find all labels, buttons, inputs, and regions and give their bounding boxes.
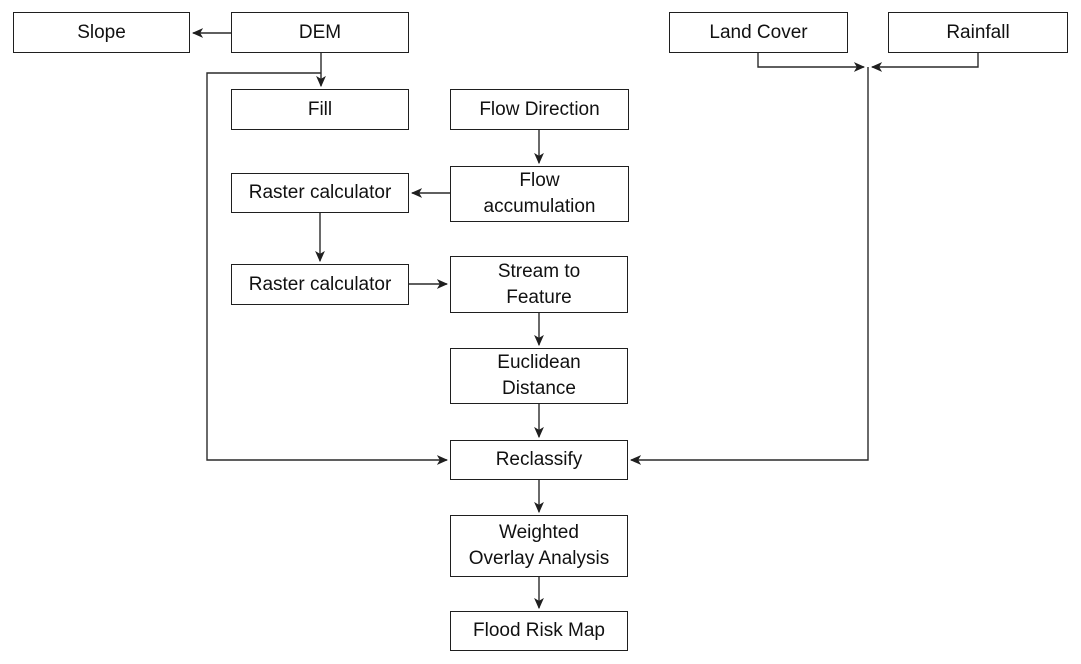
node-flow-accumulation: Flow accumulation — [450, 166, 629, 222]
node-raster-calculator-1-label: Raster calculator — [248, 182, 392, 203]
node-dem: DEM — [231, 12, 409, 53]
edge-landcover-junction — [757, 53, 866, 72]
node-weighted-overlay-analysis-label: Weighted Overlay Analysis — [468, 522, 610, 569]
node-reclassify: Reclassify — [450, 440, 628, 480]
node-reclassify-label: Reclassify — [495, 449, 583, 470]
node-flow-direction: Flow Direction — [450, 89, 629, 130]
node-euclidean-distance: Euclidean Distance — [450, 348, 628, 404]
node-fill: Fill — [231, 89, 409, 130]
node-stream-to-feature-label: Stream to Feature — [497, 260, 581, 308]
node-land-cover: Land Cover — [669, 12, 848, 53]
node-dem-label: DEM — [298, 21, 342, 43]
node-land-cover-label: Land Cover — [709, 21, 808, 43]
node-flood-risk-map-label: Flood Risk Map — [473, 620, 605, 641]
edge-dem-reclassify — [206, 72, 449, 465]
node-rainfall-label: Rainfall — [946, 21, 1010, 43]
node-flow-accumulation-label: Flow accumulation — [483, 170, 596, 217]
node-flow-direction-label: Flow Direction — [479, 98, 600, 120]
node-rainfall: Rainfall — [888, 12, 1068, 53]
node-raster-calculator-2-label: Raster calculator — [248, 273, 392, 295]
edge-rainfall-junction — [870, 53, 979, 72]
node-slope: Slope — [13, 12, 190, 53]
node-raster-calculator-2: Raster calculator — [231, 264, 409, 305]
node-fill-label: Fill — [307, 98, 333, 120]
edge-junction-reclassify — [629, 67, 869, 465]
node-flood-risk-map: Flood Risk Map — [450, 611, 628, 651]
node-weighted-overlay-analysis: Weighted Overlay Analysis — [450, 515, 628, 577]
node-stream-to-feature: Stream to Feature — [450, 256, 628, 313]
node-euclidean-distance-label: Euclidean Distance — [497, 352, 581, 399]
node-slope-label: Slope — [77, 21, 126, 43]
node-raster-calculator-1: Raster calculator — [231, 173, 409, 213]
